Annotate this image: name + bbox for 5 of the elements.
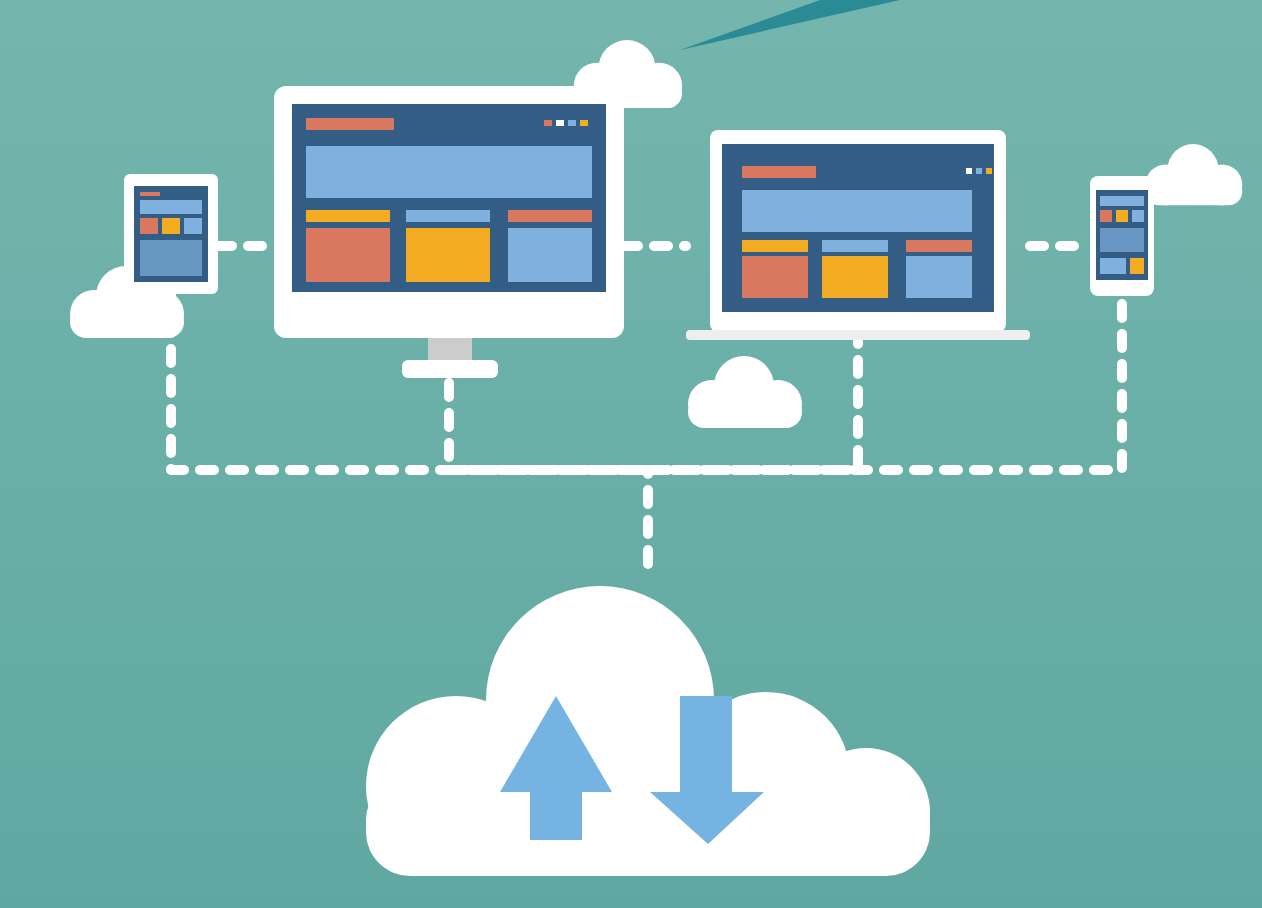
desktop-monitor-drawing	[274, 86, 624, 382]
laptop-drawing	[686, 130, 1030, 342]
tablet-drawing	[124, 174, 218, 294]
light-beam-shape	[680, 0, 900, 52]
smartphone-drawing	[1090, 176, 1154, 296]
